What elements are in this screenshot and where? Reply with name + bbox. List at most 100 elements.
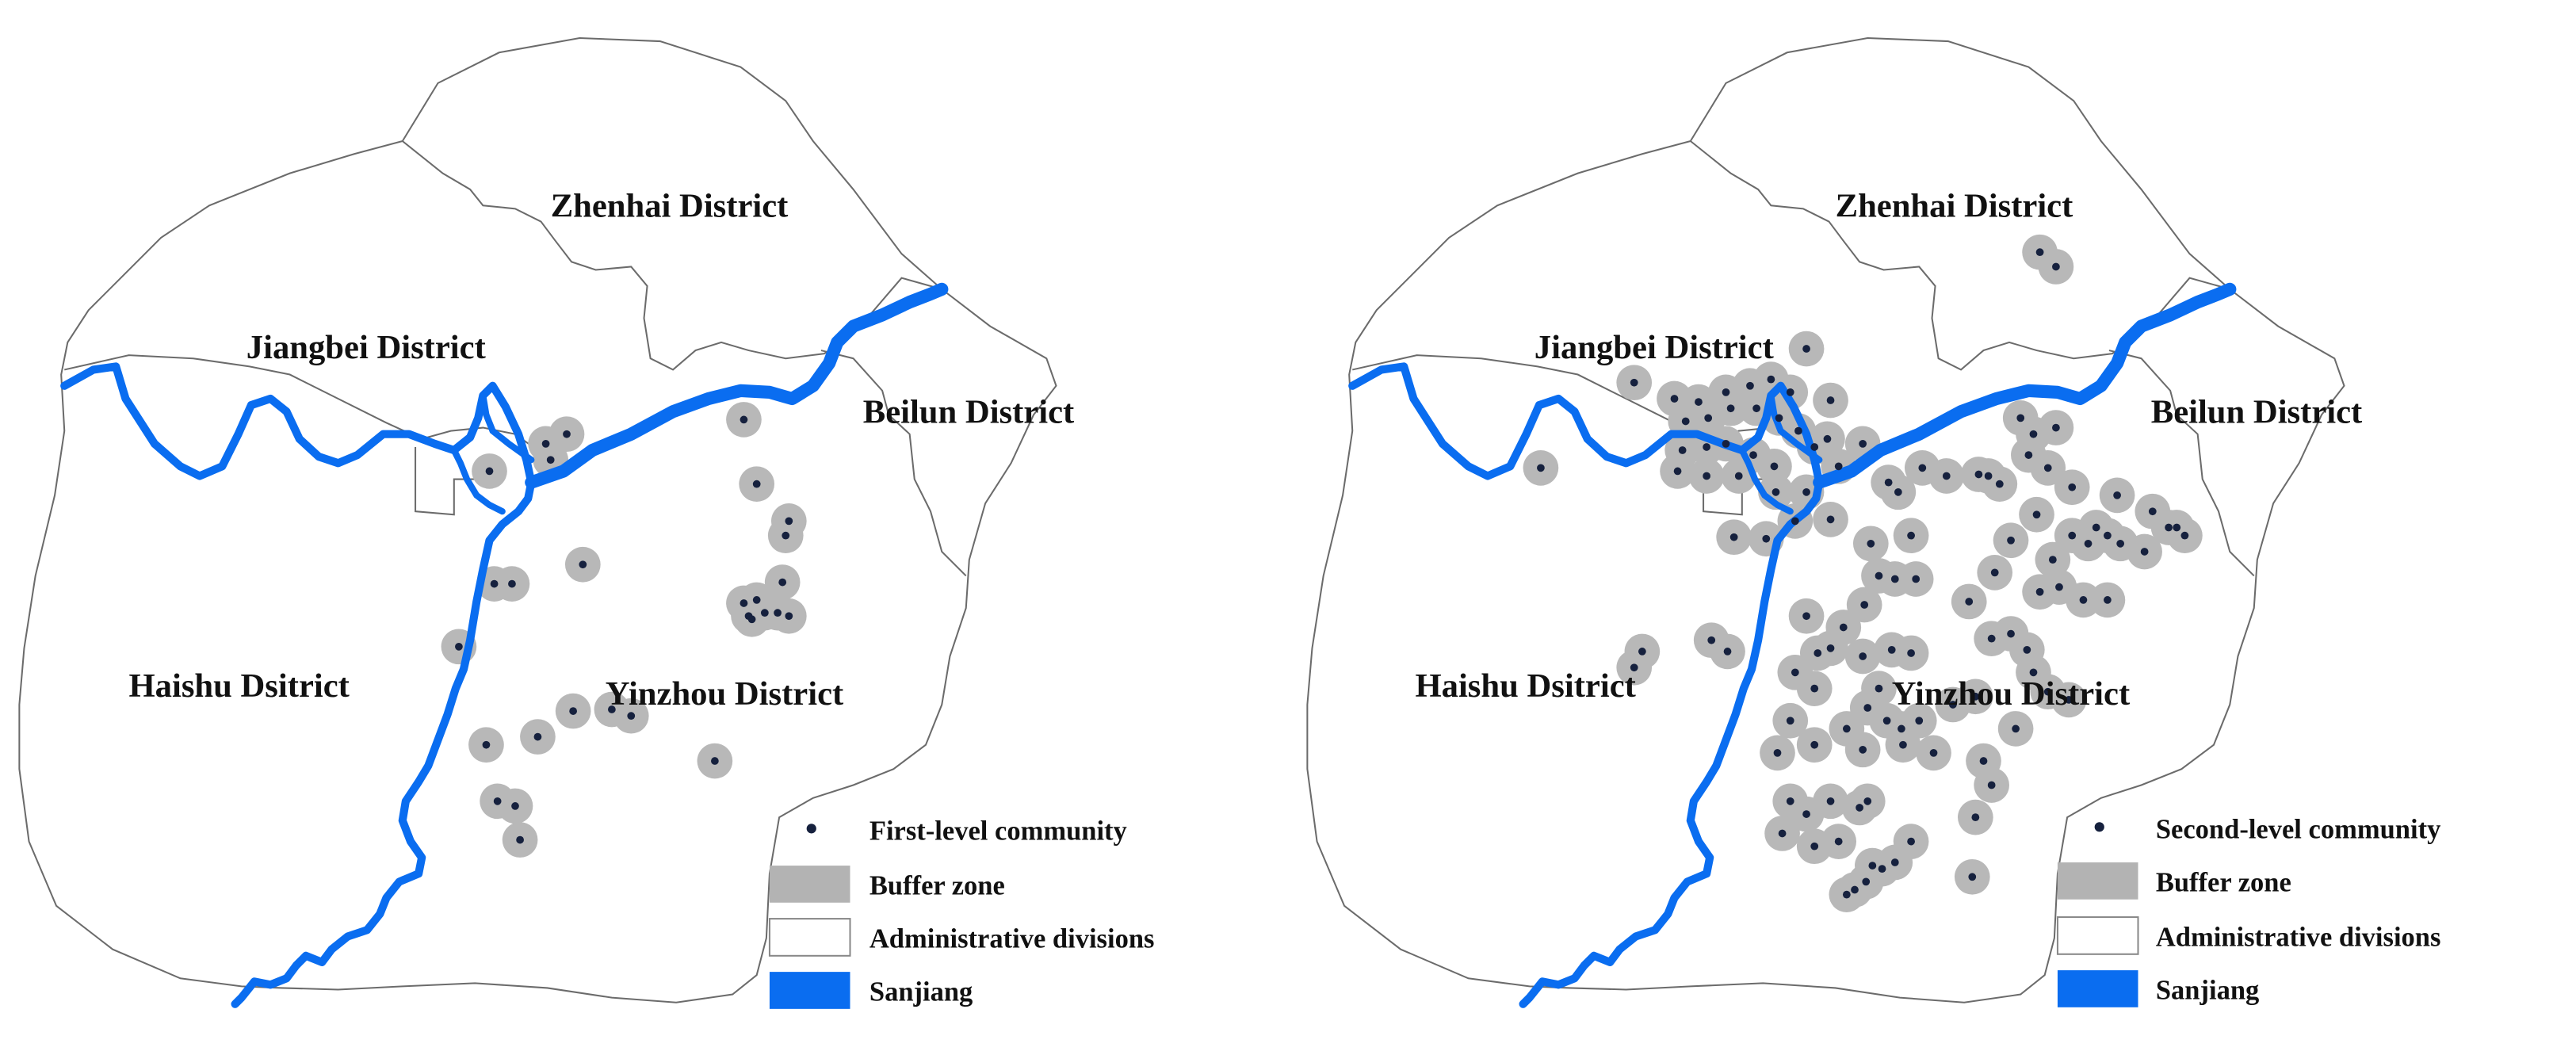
community-point	[2029, 430, 2038, 438]
legend-boundary-swatch	[2056, 916, 2139, 955]
community-point	[1971, 813, 1980, 821]
community-point	[511, 802, 519, 810]
community-point	[1814, 649, 1822, 657]
community-point	[1899, 740, 1907, 749]
community-point	[1826, 515, 1835, 524]
river-branch	[480, 392, 535, 464]
community-point	[1949, 701, 1957, 709]
community-point	[1802, 810, 1810, 818]
community-point	[2113, 491, 2121, 499]
community-point	[1859, 652, 1867, 660]
community-point	[1971, 692, 1980, 701]
study-area-outline	[18, 36, 1057, 1003]
community-point	[1834, 837, 1843, 846]
community-point	[1863, 797, 1872, 805]
community-point	[1887, 646, 1896, 654]
district-boundary-line	[1690, 140, 2230, 371]
community-layer-left	[455, 415, 793, 844]
community-point	[1791, 517, 1799, 526]
legend-label-admin: Administrative divisions	[2156, 923, 2441, 953]
community-point	[1630, 378, 1638, 387]
community-point	[1842, 724, 1851, 733]
community-point	[2068, 531, 2077, 540]
community-point	[1968, 873, 1977, 881]
community-point	[2043, 687, 2052, 696]
community-point	[563, 430, 571, 438]
community-point	[1878, 865, 1886, 873]
legend-label-buffer: Buffer zone	[2156, 868, 2291, 898]
community-point	[1839, 623, 1848, 632]
community-point	[2055, 583, 2063, 591]
district-boundary-line	[2108, 350, 2255, 577]
legend-label-river: Sanjiang	[869, 977, 973, 1007]
community-point	[1859, 440, 1867, 448]
community-point	[1695, 398, 1703, 406]
community-point	[1673, 467, 1682, 476]
community-point	[1762, 534, 1771, 543]
river-main-channel	[1348, 362, 1824, 1008]
community-point	[1907, 531, 1915, 540]
community-point	[752, 480, 761, 488]
community-point	[1898, 724, 1905, 733]
community-point	[579, 560, 587, 569]
community-point	[2007, 629, 2015, 638]
community-point	[778, 578, 787, 587]
community-point	[2173, 523, 2181, 532]
community-point	[2048, 556, 2057, 564]
community-point	[455, 642, 463, 651]
district-label-beilun: Beilun District	[2151, 393, 2363, 430]
community-point	[2035, 587, 2044, 596]
community-point	[546, 456, 555, 464]
community-point	[1810, 740, 1819, 749]
river-east-channel	[525, 282, 949, 489]
community-point	[1979, 757, 1988, 765]
community-point	[1810, 443, 1819, 451]
community-point	[1778, 829, 1787, 838]
community-point	[482, 740, 491, 749]
map-svg-right: Zhenhai District Jiangbei District Beilu…	[1306, 36, 2441, 1008]
community-point	[1884, 478, 1893, 487]
community-point	[2180, 531, 2189, 540]
community-point	[1786, 797, 1794, 805]
river-east-channel	[1813, 282, 2237, 489]
community-point	[1537, 464, 1545, 472]
community-point	[1987, 634, 1996, 643]
legend-river-swatch	[2057, 970, 2138, 1007]
district-label-haishu: Haishu Dsitrict	[1415, 667, 1636, 705]
community-point	[1826, 644, 1835, 652]
legend-label-community: First-level community	[869, 816, 1127, 847]
district-boundary-line	[402, 140, 942, 371]
community-point	[1918, 464, 1927, 472]
legend-point-symbol	[806, 824, 816, 834]
community-point	[2012, 724, 2020, 733]
community-point	[485, 467, 494, 476]
community-point	[2104, 531, 2112, 540]
legend-point-symbol	[2094, 822, 2104, 832]
community-point	[1859, 745, 1867, 754]
legend-label-community: Second-level community	[2156, 815, 2441, 845]
community-point	[1907, 649, 1915, 657]
community-point	[490, 579, 499, 588]
community-point	[1802, 487, 1810, 496]
community-point	[1862, 877, 1871, 886]
district-label-zhenhai: Zhenhai District	[551, 187, 789, 224]
community-point	[752, 596, 761, 604]
community-point	[1868, 862, 1877, 870]
community-point	[1752, 404, 1760, 413]
river-layer-right	[1348, 282, 2237, 1008]
community-point	[1678, 446, 1687, 454]
community-point	[2140, 548, 2149, 556]
legend-right: Second-level community Buffer zone Admin…	[2056, 815, 2441, 1007]
community-point	[1810, 684, 1819, 693]
river-branch	[1738, 446, 1794, 515]
community-point	[1726, 404, 1735, 413]
community-point	[1995, 480, 2004, 488]
community-point	[2029, 668, 2038, 677]
community-point	[1638, 648, 1646, 656]
community-point	[1890, 858, 1899, 866]
community-point	[740, 599, 748, 607]
community-point	[782, 531, 790, 540]
community-point	[493, 797, 502, 805]
community-point	[1907, 837, 1915, 846]
community-point	[2068, 483, 2077, 491]
